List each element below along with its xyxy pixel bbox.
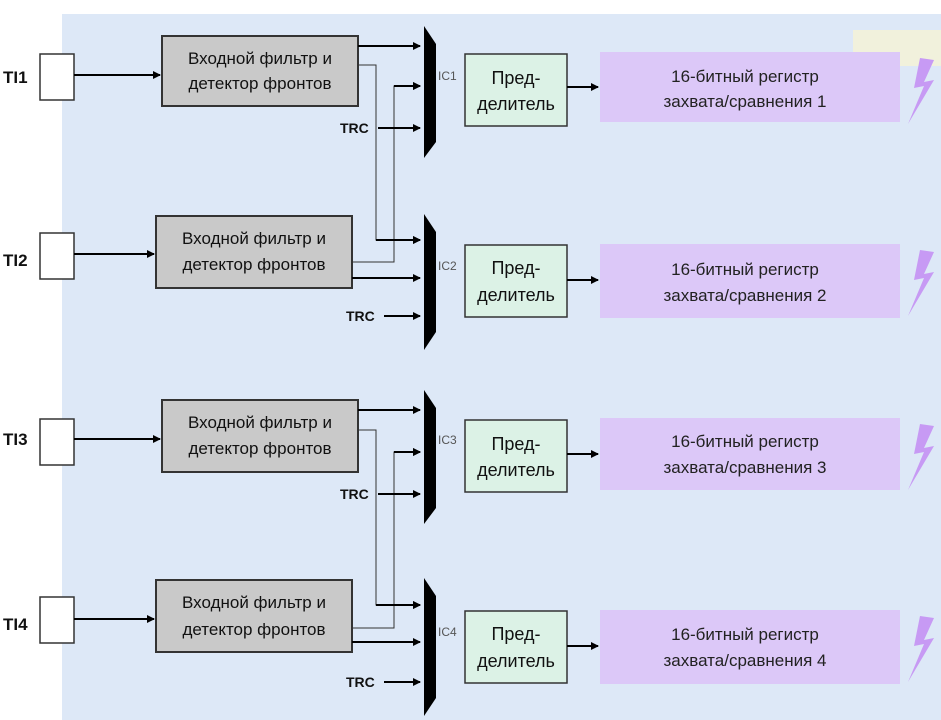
filter-label-line2: детектор фронтов (182, 620, 325, 639)
prescaler-label-line2: делитель (477, 285, 555, 305)
prescaler-label-line1: Пред- (491, 258, 540, 278)
input-filter-box (161, 35, 359, 107)
filter-label-line1: Входной фильтр и (188, 49, 332, 68)
channel-3: TI3 Входной фильтр и детектор фронтов TR… (3, 390, 934, 524)
register-label-line1: 16-битный регистр (671, 625, 819, 644)
prescaler-label-line1: Пред- (491, 68, 540, 88)
filter-label-line1: Входной фильтр и (182, 593, 326, 612)
pin-label: TI1 (3, 68, 28, 87)
capture-compare-register (600, 244, 900, 318)
input-multiplexer (424, 390, 436, 524)
prescaler-box (464, 419, 568, 493)
ic-label: IC2 (438, 259, 457, 273)
pin-label: TI2 (3, 251, 28, 270)
prescaler-label-line1: Пред- (491, 624, 540, 644)
register-label-line2: захвата/сравнения 3 (664, 458, 827, 477)
pin-label: TI3 (3, 430, 28, 449)
filter-label-line2: детектор фронтов (188, 439, 331, 458)
filter-label-line1: Входной фильтр и (182, 229, 326, 248)
trc-label: TRC (346, 308, 375, 324)
prescaler-box (464, 244, 568, 318)
prescaler-box (464, 53, 568, 127)
trc-label: TRC (346, 674, 375, 690)
input-filter-box (155, 215, 353, 289)
input-multiplexer (424, 26, 436, 158)
register-label-line2: захвата/сравнения 4 (664, 651, 827, 670)
register-label-line2: захвата/сравнения 1 (664, 92, 827, 111)
capture-compare-register (600, 52, 900, 122)
pin-box (39, 418, 75, 466)
prescaler-box (464, 610, 568, 684)
input-multiplexer (424, 214, 436, 350)
channel-1: TI1 Входной фильтр и детектор фронтов TR… (3, 26, 934, 158)
register-label-line1: 16-битный регистр (671, 432, 819, 451)
register-label-line2: захвата/сравнения 2 (664, 286, 827, 305)
register-label-line1: 16-битный регистр (671, 260, 819, 279)
pin-label: TI4 (3, 615, 28, 634)
input-multiplexer (424, 578, 436, 716)
lightning-icon (908, 250, 934, 316)
prescaler-label-line2: делитель (477, 94, 555, 114)
trc-label: TRC (340, 486, 369, 502)
ic-label: IC4 (438, 625, 457, 639)
prescaler-label-line2: делитель (477, 651, 555, 671)
lightning-icon (908, 424, 934, 490)
capture-compare-register (600, 610, 900, 684)
input-filter-box (155, 579, 353, 653)
prescaler-label-line1: Пред- (491, 434, 540, 454)
lightning-icon (908, 58, 934, 124)
input-filter-box (161, 399, 359, 473)
pin-box (39, 596, 75, 644)
lightning-icon (908, 616, 934, 682)
filter-label-line1: Входной фильтр и (188, 413, 332, 432)
prescaler-label-line2: делитель (477, 460, 555, 480)
channel-2: TI2 Входной фильтр и детектор фронтов TR… (3, 214, 934, 350)
register-label-line1: 16-битный регистр (671, 67, 819, 86)
pin-box (39, 53, 75, 101)
filter-label-line2: детектор фронтов (188, 74, 331, 93)
ic-label: IC3 (438, 433, 457, 447)
pin-box (39, 232, 75, 280)
capture-compare-register (600, 418, 900, 490)
ic-label: IC1 (438, 69, 457, 83)
filter-label-line2: детектор фронтов (182, 255, 325, 274)
trc-label: TRC (340, 120, 369, 136)
channel-4: TI4 Входной фильтр и детектор фронтов TR… (3, 578, 934, 716)
